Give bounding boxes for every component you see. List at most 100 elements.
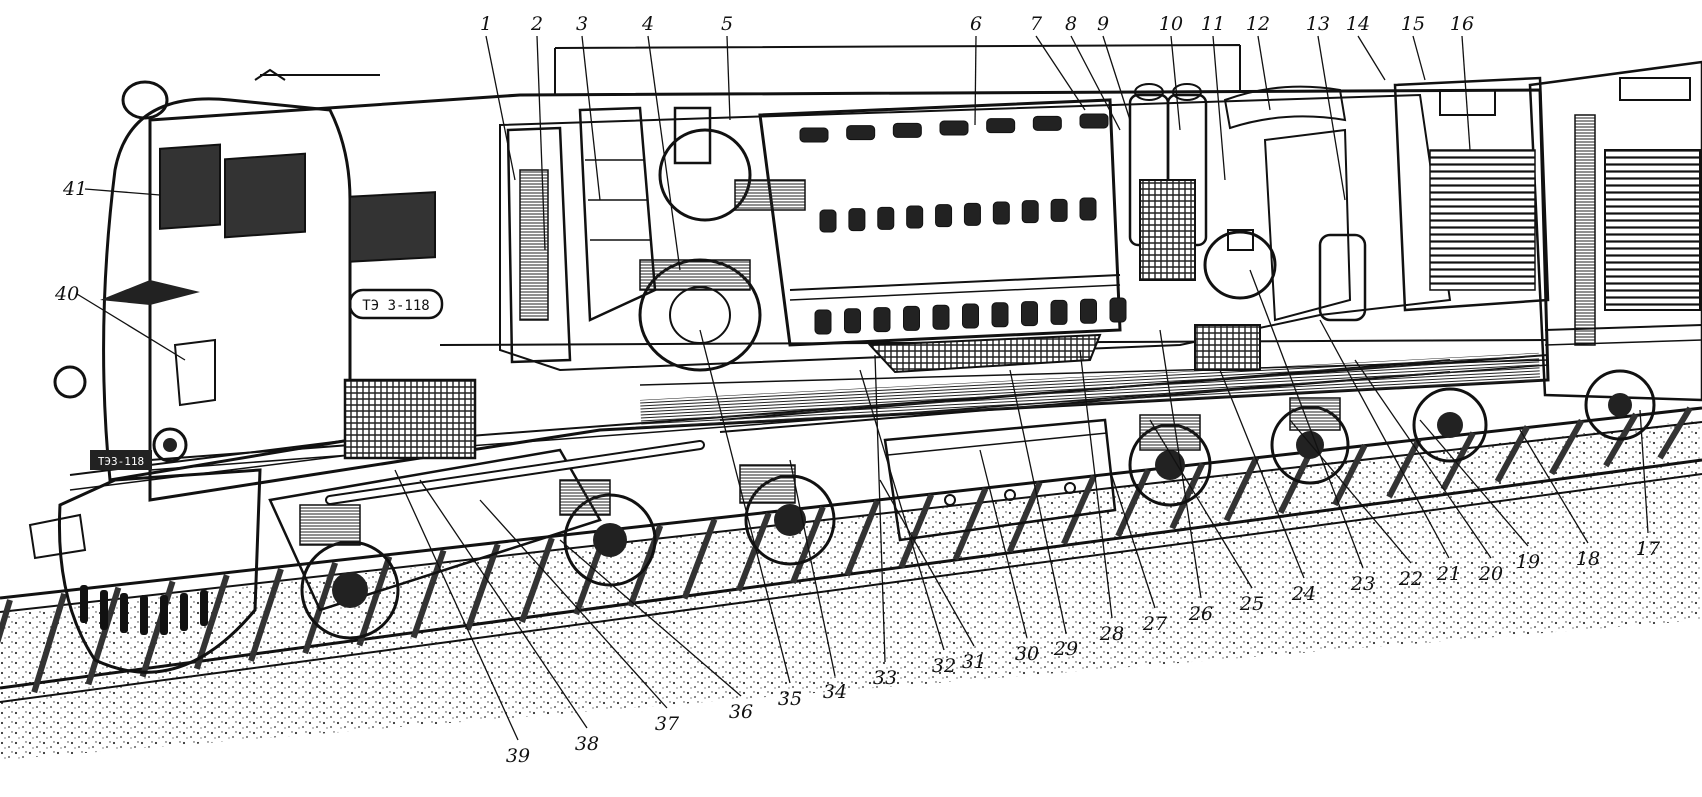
crankcase-door <box>932 304 950 330</box>
callout-label-2: 2 <box>530 13 543 35</box>
diesel-engine <box>758 98 1127 347</box>
callout-label-16: 16 <box>1450 13 1474 35</box>
callout-leader-2 <box>536 35 546 251</box>
cylinder-covers-row <box>819 197 1097 233</box>
railway-sleeper <box>85 586 122 686</box>
cylinder-cover <box>1050 198 1068 222</box>
callout-leader-28 <box>1079 349 1113 619</box>
railway-sleeper <box>248 568 284 662</box>
callout-label-15: 15 <box>1401 13 1425 35</box>
railway-sleeper <box>464 543 501 631</box>
crankcase-door <box>903 305 920 331</box>
front-number-plate: ТЭ3-118 <box>90 450 152 470</box>
callout-leader-19 <box>1419 419 1529 547</box>
callout-label-24: 24 <box>1291 583 1316 605</box>
cylinder-head <box>799 127 829 143</box>
railway-sleeper <box>1386 437 1422 499</box>
railway-sleeper <box>952 487 989 561</box>
crankcase-door <box>844 308 861 334</box>
cylinder-head <box>1079 113 1109 129</box>
railway-sleeper <box>1277 450 1314 514</box>
callout-label-29: 29 <box>1053 638 1078 660</box>
railway-sleeper <box>0 599 13 644</box>
railway-sleeper <box>1115 468 1151 538</box>
callout-leader-17 <box>1639 409 1649 534</box>
callout-label-7: 7 <box>1030 13 1043 35</box>
railway-sleeper <box>681 518 718 600</box>
railway-sleeper <box>844 499 880 577</box>
callout-leader-23 <box>1249 269 1364 569</box>
cylinder-cover <box>935 204 953 228</box>
callout-leader-25 <box>1149 419 1253 589</box>
callout-leader-22 <box>1289 419 1412 564</box>
radiator-louvers <box>1393 76 1550 312</box>
side-number-plate-text: ТЭ 3-118 <box>362 298 429 314</box>
callout-leader-11 <box>1212 35 1226 181</box>
crankcase-doors-row <box>814 297 1127 335</box>
cylinder-head <box>1032 115 1062 131</box>
callout-label-40: 40 <box>54 283 79 305</box>
railway-sleeper <box>1061 474 1097 546</box>
crankcase-door <box>1109 297 1127 323</box>
callout-leader-29 <box>1009 369 1067 634</box>
callout-label-32: 32 <box>932 655 956 677</box>
callout-label-4: 4 <box>641 13 654 35</box>
callout-label-14: 14 <box>1346 13 1370 35</box>
cylinder-head <box>892 122 922 138</box>
callout-label-36: 36 <box>729 701 753 723</box>
callout-leader-39 <box>394 469 519 741</box>
callout-label-35: 35 <box>778 688 802 710</box>
callout-leader-34 <box>789 459 836 677</box>
callout-label-21: 21 <box>1436 563 1461 585</box>
crankcase-door <box>962 303 979 329</box>
nose-grille-slots <box>80 585 208 635</box>
callout-leader-26 <box>1159 329 1202 599</box>
callout-label-22: 22 <box>1398 568 1423 590</box>
crankcase-door <box>1021 301 1038 327</box>
callout-leader-36 <box>559 539 742 697</box>
callout-leader-15 <box>1412 35 1426 81</box>
callout-label-30: 30 <box>1015 643 1039 665</box>
bogie-front <box>268 448 836 640</box>
callout-label-20: 20 <box>1478 563 1503 585</box>
railway-sleeper <box>519 537 555 623</box>
callout-label-27: 27 <box>1142 613 1168 635</box>
callout-label-17: 17 <box>1636 538 1661 560</box>
front-number-plate-text: ТЭ3-118 <box>98 455 144 468</box>
side-number-plate: ТЭ 3-118 <box>348 288 444 320</box>
callout-label-31: 31 <box>962 651 986 673</box>
bogie-rear <box>1128 369 1656 507</box>
callout-leader-9 <box>1102 35 1131 121</box>
track-ballast <box>0 406 1702 760</box>
roof-handrail <box>554 44 1241 95</box>
railway-sleeper <box>1006 481 1043 553</box>
traction-generator <box>638 258 762 372</box>
callout-label-6: 6 <box>970 13 982 35</box>
callout-leader-20 <box>1354 359 1492 559</box>
cylinder-head <box>939 120 969 136</box>
callout-label-37: 37 <box>655 713 680 735</box>
crankcase-door <box>1050 299 1068 325</box>
front-side-grille <box>343 378 477 460</box>
callout-label-23: 23 <box>1350 573 1375 595</box>
callout-leader-37 <box>479 499 668 709</box>
crankcase-door <box>991 302 1009 328</box>
cylinder-head <box>986 118 1016 134</box>
compressor-assembly <box>1194 229 1367 371</box>
callout-leader-3 <box>581 35 601 201</box>
callout-label-26: 26 <box>1188 603 1213 625</box>
callout-leader-35 <box>699 329 791 684</box>
callout-label-28: 28 <box>1099 623 1124 645</box>
callout-leader-32 <box>859 369 945 651</box>
railway-sleeper <box>193 574 230 670</box>
callout-leader-7 <box>1035 35 1086 111</box>
cylinder-head <box>846 125 876 141</box>
callout-leader-21 <box>1319 319 1450 559</box>
cooling-tanks <box>1128 83 1208 281</box>
callout-label-13: 13 <box>1306 13 1330 35</box>
callout-leader-14 <box>1357 35 1386 81</box>
callout-label-12: 12 <box>1246 13 1270 35</box>
railway-sleeper <box>356 555 393 647</box>
callout-leader-5 <box>726 35 731 121</box>
